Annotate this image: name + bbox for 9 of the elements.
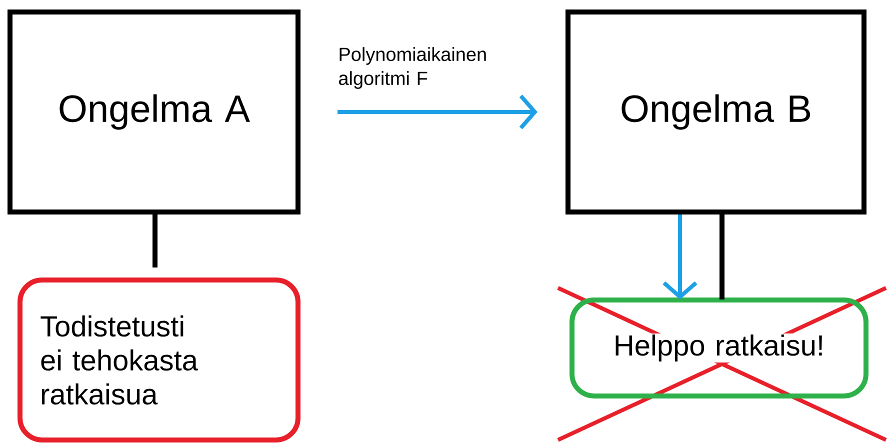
result-box: Todistetusti ei tehokasta ratkaisua [18, 277, 300, 442]
arrow [662, 214, 698, 300]
connector-line [152, 214, 158, 268]
problem-box: Ongelma B [566, 10, 866, 214]
arrow [338, 94, 538, 130]
edge-label: Polynomiaikainen algoritmi F [339, 47, 486, 89]
result-box: Helppo ratkaisu! [570, 297, 868, 398]
connector-line [720, 214, 724, 300]
problem-box: Ongelma A [8, 10, 300, 214]
